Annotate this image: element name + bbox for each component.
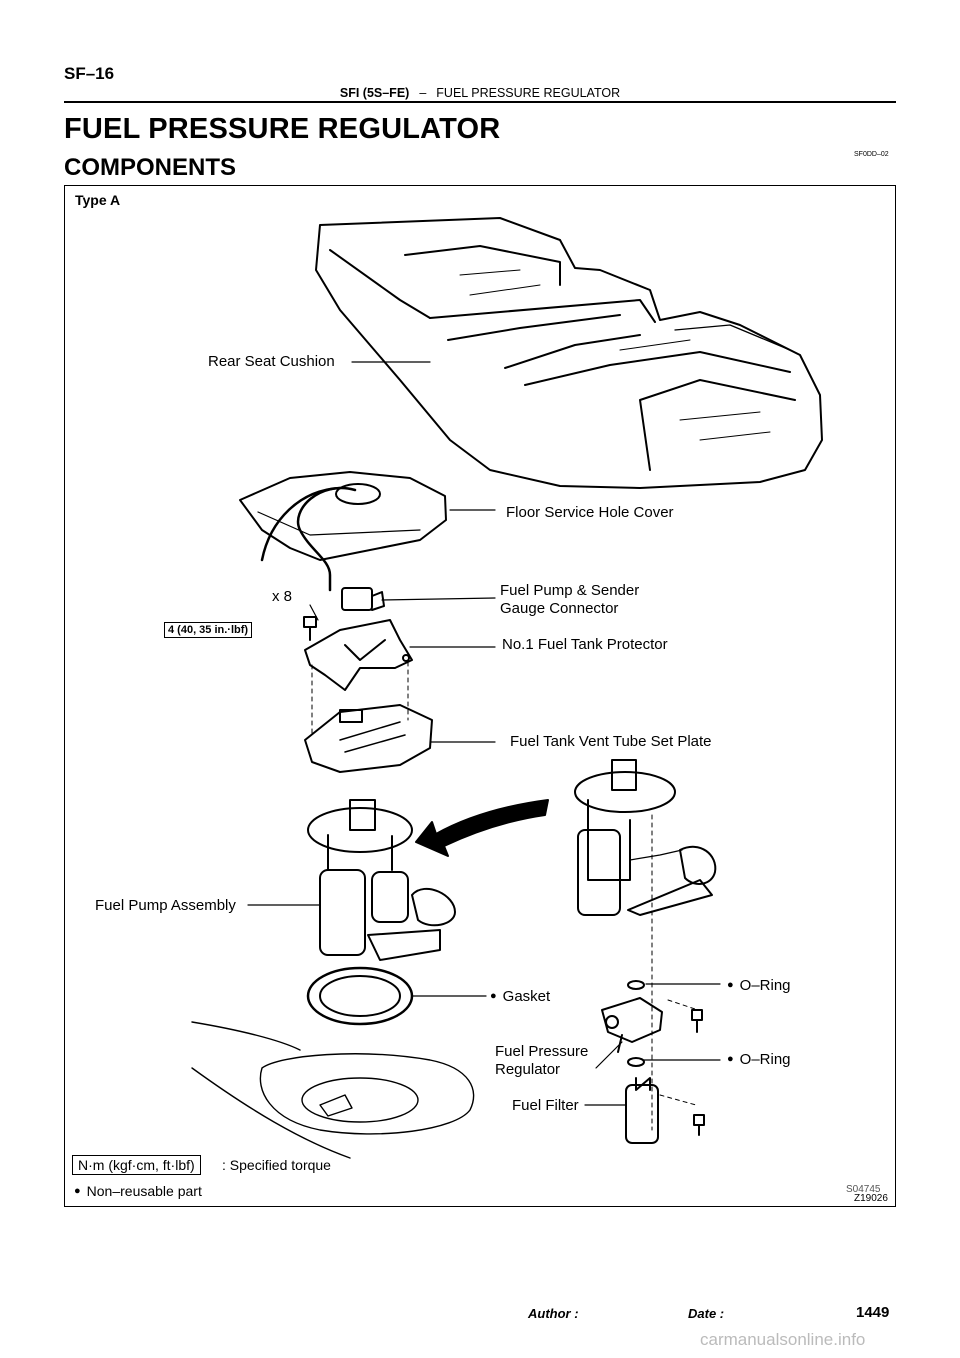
- type-label: Type A: [75, 192, 121, 208]
- rear-seat-cushion-drawing: [315, 217, 823, 489]
- section-title: COMPONENTS: [64, 154, 237, 181]
- watermark-link[interactable]: carmanualsonline.info: [700, 1330, 866, 1349]
- legend-nonreusable-text: Non–reusable part: [74, 1183, 202, 1199]
- label-connector-line1: Fuel Pump & Sender: [500, 582, 640, 599]
- header-separator: –: [419, 86, 427, 100]
- label-regulator-line1: Fuel Pressure: [495, 1043, 589, 1060]
- label-fuel-filter: Fuel Filter: [512, 1097, 579, 1114]
- page-number: 1449: [856, 1304, 890, 1321]
- page-title: FUEL PRESSURE REGULATOR: [64, 113, 501, 145]
- label-gasket: Gasket: [490, 988, 551, 1007]
- label-o-ring-upper: O–Ring: [727, 977, 791, 996]
- connector-drawing: [341, 587, 385, 611]
- alternate-fuel-pump-drawing: [574, 759, 717, 916]
- label-regulator-line2: Regulator: [495, 1061, 561, 1078]
- footer-author-label: Author :: [528, 1306, 579, 1321]
- fuel-filter-drawing: [625, 1077, 705, 1144]
- label-floor-service-hole-cover: Floor Service Hole Cover: [506, 504, 674, 521]
- figure-frame: [64, 185, 896, 1207]
- header-section: SFI (5S–FE): [339, 86, 410, 100]
- bolt-drawing: [303, 616, 317, 641]
- header-subsection: FUEL PRESSURE REGULATOR: [436, 86, 621, 100]
- label-rear-seat-cushion: Rear Seat Cushion: [208, 353, 335, 370]
- label-bolt-count: x 8: [272, 588, 293, 605]
- figure-code-b: Z19026: [854, 1193, 888, 1204]
- label-o-ring-lower: O–Ring: [727, 1051, 791, 1070]
- fuel-pump-assembly-drawing: [307, 799, 456, 961]
- torque-value-box: 4 (40, 35 in.·lbf): [164, 622, 253, 638]
- tank-floor-drawing: [191, 1021, 475, 1159]
- footer-date-label: Date :: [688, 1306, 725, 1321]
- running-header: SFI (5S–FE)–FUEL PRESSURE REGULATOR: [0, 86, 960, 100]
- document-code: SF0DD–02: [854, 151, 889, 158]
- figure-code-a: S04745: [846, 1184, 881, 1195]
- label-connector-line2: Gauge Connector: [500, 600, 619, 617]
- label-vent-tube-set-plate: Fuel Tank Vent Tube Set Plate: [510, 733, 712, 750]
- label-tank-protector: No.1 Fuel Tank Protector: [502, 636, 668, 653]
- floor-service-hole-cover-drawing: [239, 471, 447, 592]
- vent-tube-set-plate-drawing: [304, 704, 433, 773]
- legend-torque-text: : Specified torque: [222, 1157, 331, 1173]
- fuel-pressure-regulator-drawing: [601, 997, 703, 1053]
- header-rule: [64, 101, 896, 103]
- page-code: SF–16: [64, 64, 115, 83]
- label-fuel-pump-assembly: Fuel Pump Assembly: [95, 897, 236, 914]
- legend-torque-unit-box: N·m (kgf·cm, ft·lbf): [72, 1155, 201, 1175]
- tank-protector-drawing: [304, 619, 413, 691]
